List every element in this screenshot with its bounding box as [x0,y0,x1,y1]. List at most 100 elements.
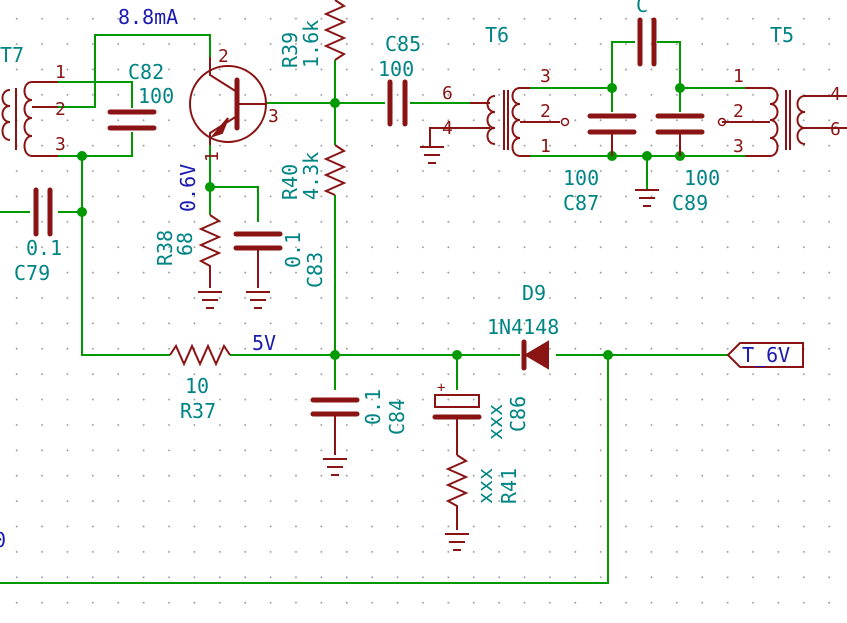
capacitor-c85 [387,79,408,127]
t6-pin-3: 3 [540,66,551,87]
transformer-t5-core [785,90,791,150]
capacitor-c79 [33,187,53,237]
c83-value: 0.1 [281,232,305,268]
transformer-t5-out-leads [805,95,847,129]
diode-d9 [521,339,549,371]
capacitor-c83-plates [233,231,283,251]
t6-pin-6: 6 [442,83,453,104]
c84-value: 0.1 [361,389,385,425]
transformer-t6-primary [511,87,521,157]
junction [330,350,340,360]
labels: 8.8mA 0.6V 5V T_6V 0 T7 1 2 3 C82 100 2 … [0,0,841,552]
t5-ref: T5 [770,23,794,47]
c79-ref: C79 [14,261,50,285]
transistor-emitter-arrow [209,117,229,139]
resistor-r41 [445,454,469,551]
c82-ref: C82 [128,60,164,84]
c85-ref: C85 [385,32,421,56]
global-label-text: T_6V [742,343,790,367]
c85-value: 100 [378,57,414,81]
t7-pin-1: 1 [55,62,66,83]
transformer-t6-pin-leads [429,102,490,147]
ground-t6 [420,146,444,164]
r41-value: xxx [473,468,497,504]
transformer-t5-center-tap [717,117,727,127]
t6-pin-4: 4 [442,118,453,139]
wire-t7-pin3 [58,132,133,157]
capacitor-c87-plates [587,113,637,135]
diode-d9-triangle [524,340,549,370]
t6-pin-2: 2 [540,101,551,122]
resistor-r38-zigzag [198,214,222,288]
capacitor-c79-plates [33,187,53,237]
junction [675,83,685,93]
r38-ref: R38 [153,230,177,266]
resistor-r41-zigzag [445,454,469,530]
transistor-pin-2: 2 [218,46,229,67]
transformer-t7-secondary [1,89,11,141]
transformer-t7 [1,81,58,157]
resistor-r37-zigzag [169,343,231,367]
junction [452,350,462,360]
wire-t7-pin1 [58,81,133,108]
resistor-r40 [323,144,347,196]
capacitor-c84 [310,397,360,476]
junction [607,83,617,93]
transformer-t5-primary [769,87,779,157]
capacitor-c89-plates [655,113,705,135]
global-label-outline [726,342,804,368]
junction [330,98,340,108]
junction [603,350,613,360]
transformer-t7-pins [32,81,58,157]
t6-pin-1: 1 [540,136,551,157]
transistor-body [189,65,267,143]
transistor-pin-1: 1 [202,151,223,162]
t5-pin-4: 4 [830,84,841,105]
ground-symbol [420,146,444,164]
transformer-t6-pins [520,87,560,157]
t7-ref: T7 [0,43,24,67]
c83-ref: C83 [303,252,327,288]
c82-value: 100 [138,84,174,108]
r41-ref: R41 [497,468,521,504]
transformer-t6-center-tap [560,117,570,127]
capacitor-c82-plates [107,109,157,131]
junction [205,182,215,192]
transformer-t5-secondary [796,95,806,145]
resistor-r40-zigzag [323,144,347,196]
resistor-r38 [198,214,222,309]
t5-pin-3: 3 [733,136,744,157]
transistor [189,57,267,145]
transformer-t6-core [503,90,509,150]
c86-ref: C86 [506,396,530,432]
r39-ref: R39 [278,32,302,68]
c86-value: xxx [483,404,507,440]
left-edge-glyph: 0 [0,528,6,552]
junction [77,151,87,161]
resistor-r39-zigzag [323,0,347,61]
capacitor-c83 [233,231,283,309]
capacitor-c84-plates [310,397,360,417]
global-label-t6v [726,342,804,368]
capacitor-c-top-plates [637,17,657,67]
capacitor-c82 [107,109,157,131]
capacitor-c86-outline [434,394,480,408]
c84-ref: C84 [385,399,409,435]
wire-bottom-loop [0,355,609,584]
r39-value: 1.6k [299,20,323,68]
net-label-supply-voltage: 5V [252,331,276,355]
ground-caps [635,189,659,207]
ground-symbol [198,291,222,309]
ground-symbol [323,458,347,476]
wire-left-bus [81,156,170,356]
wires [0,34,745,584]
junction [77,207,87,217]
r37-ref: R37 [180,399,216,423]
c87-ref: C87 [563,191,599,215]
t7-pin-2: 2 [55,99,66,120]
net-label-base-voltage: 0.6V [176,164,200,212]
capacitor-c87 [587,113,637,156]
transformer-t7-winding [23,81,33,157]
wire-t6-pin3 [530,41,745,89]
